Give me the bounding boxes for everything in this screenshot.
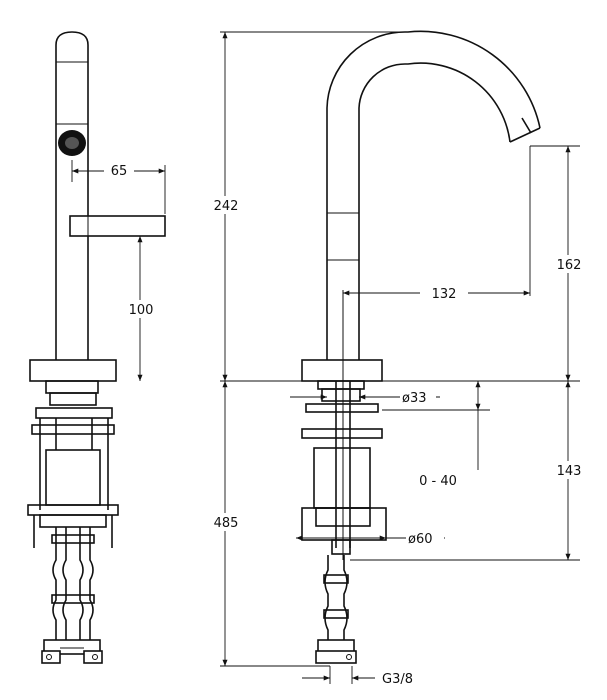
spout-inner-outline (358, 62, 511, 360)
dim-spout-reach: 132 (432, 287, 457, 302)
side-view (27, 31, 166, 664)
dim-deck-thickness: 0 - 40 (419, 474, 457, 489)
lever-handle (69, 215, 166, 237)
dim-flange-diameter: ø60 (408, 532, 433, 547)
dim-handle-height: 100 (129, 303, 154, 318)
dim-below-deck-height: 143 (557, 464, 582, 479)
dim-total-height: 242 (214, 199, 239, 214)
dim-spout-height: 162 (557, 258, 582, 273)
dim-thread: G3/8 (382, 672, 413, 687)
side-body-outline (55, 31, 89, 360)
spout-outer-outline (326, 30, 541, 360)
front-view (301, 30, 541, 664)
side-view-dimensions: 65 100 (71, 160, 166, 381)
side-base-flange (29, 359, 117, 382)
dim-base-diameter: ø33 (402, 391, 427, 406)
dim-below-deck-total: 485 (214, 516, 239, 531)
front-view-dimensions: 242 485 162 132 ø33 0 - 40 143 ø (210, 31, 585, 687)
dim-handle-reach: 65 (111, 164, 128, 179)
front-base-flange (301, 359, 383, 382)
